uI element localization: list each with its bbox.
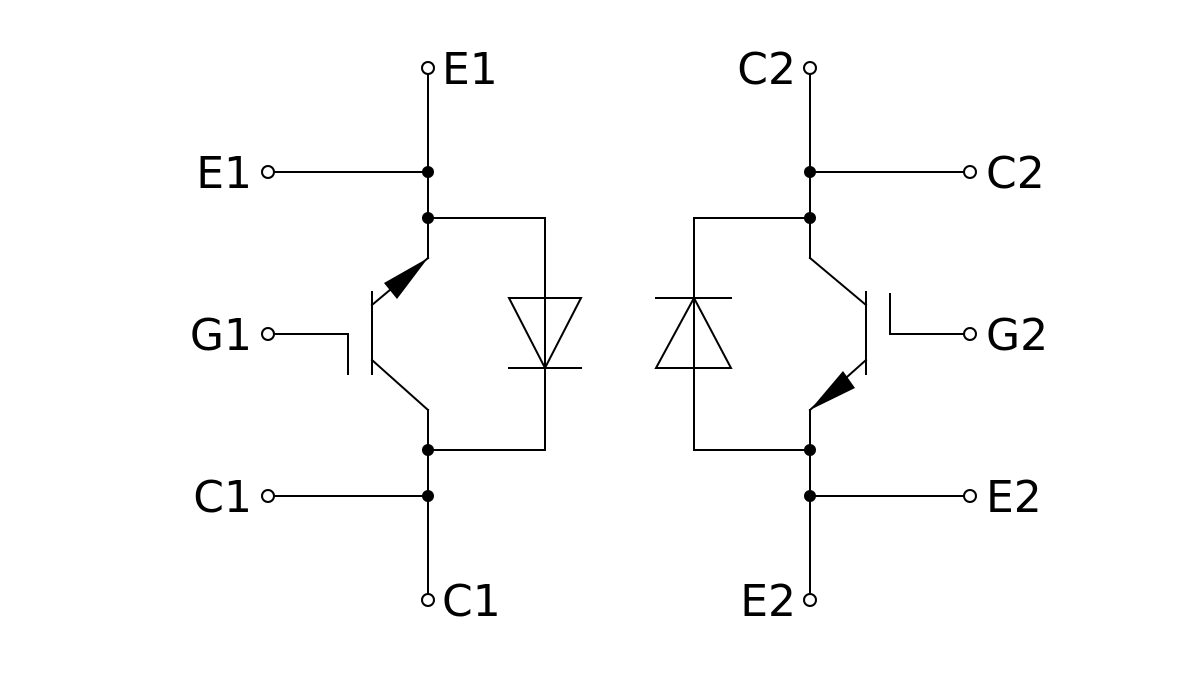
terminal-g1-pin [261,327,275,341]
right-junction-dot [804,490,816,502]
right-diode-loop [693,217,811,451]
label-e2-bottom: E2 [740,576,796,627]
label-c2-side: C2 [986,148,1045,199]
label-c1-bottom: C1 [442,576,501,627]
terminal-e2-bottom-pin [803,593,817,607]
terminal-c2-side-pin [963,165,977,179]
right-diode-triangle [654,295,733,369]
terminal-c1-side-pin [261,489,275,503]
left-junction-dot [422,490,434,502]
left-igbt-collector-leg [370,358,430,412]
right-junction-dot [804,212,816,224]
right-igbt-collector-leg [808,256,868,307]
terminal-c1-bottom-pin [421,593,435,607]
left-emitter-arrow [384,258,428,299]
left-junction-dot [422,212,434,224]
label-e2-side: E2 [986,472,1042,523]
right-junction-dot [804,444,816,456]
terminal-e1-side-pin [261,165,275,179]
terminal-e1-top-pin [421,61,435,75]
igbt-module-left: E1 E1 G1 C1 C1 [190,44,583,627]
terminal-e2-side-pin [963,489,977,503]
right-igbt-gate [889,293,965,335]
igbt-module-right: C2 C2 G2 E2 E2 [654,44,1048,627]
label-g2: G2 [986,310,1048,361]
label-e1-side: E1 [196,148,252,199]
label-g1: G1 [190,310,252,361]
terminal-c2-top-pin [803,61,817,75]
right-emitter-arrow [810,371,855,410]
left-diode-triangle [507,297,583,371]
label-c2-top: C2 [737,44,796,95]
left-junction-dot [422,444,434,456]
left-diode-loop [427,217,546,451]
terminal-g2-pin [963,327,977,341]
label-e1-top: E1 [442,44,498,95]
left-junction-dot [422,166,434,178]
label-c1-side: C1 [193,472,252,523]
right-junction-dot [804,166,816,178]
left-igbt-gate [273,333,349,375]
